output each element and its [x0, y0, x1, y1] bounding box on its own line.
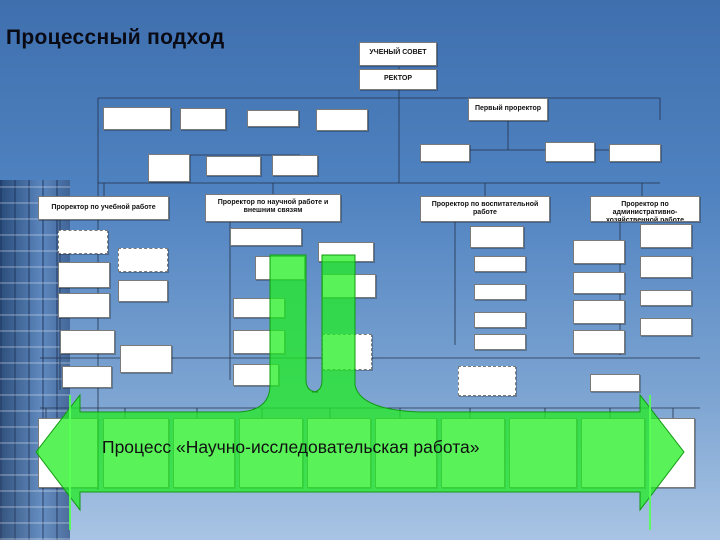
- box-prorector-education: Проректор по воспитательной работе: [420, 196, 550, 222]
- unit-box: [322, 334, 372, 370]
- unit-box: [62, 366, 112, 388]
- unit-box: [640, 290, 692, 306]
- slide-title: Процессный подход: [6, 26, 225, 49]
- unit-box: [474, 284, 526, 300]
- unit-box: [206, 156, 261, 176]
- unit-box: [474, 334, 526, 350]
- unit-box: [233, 364, 279, 386]
- unit-box: [103, 107, 171, 130]
- unit-box: [590, 374, 640, 392]
- unit-box: [118, 280, 168, 302]
- unit-box: [255, 256, 305, 280]
- unit-box: [609, 144, 661, 162]
- unit-box: [230, 228, 302, 246]
- box-rector: РЕКТОР: [359, 69, 437, 90]
- box-prorector-admin: Проректор по административно-хозяйственн…: [590, 196, 700, 222]
- unit-box: [470, 226, 524, 248]
- unit-box: [573, 272, 625, 294]
- faculty-box: [649, 418, 695, 488]
- box-prorector-academic: Проректор по учебной работе: [38, 196, 169, 220]
- unit-box: [640, 224, 692, 248]
- process-label: Процесс «Научно-исследовательская работа…: [102, 437, 480, 457]
- unit-box: [58, 293, 110, 318]
- box-academic-council: УЧЕНЫЙ СОВЕТ: [359, 42, 437, 66]
- box-prorector-research: Проректор по научной работе и внешним св…: [205, 194, 341, 222]
- unit-box: [420, 144, 470, 162]
- unit-box: [318, 242, 374, 262]
- unit-box: [545, 142, 595, 162]
- unit-box: [60, 330, 115, 354]
- unit-box: [118, 248, 168, 272]
- unit-box: [58, 262, 110, 288]
- unit-box: [474, 256, 526, 272]
- unit-box: [573, 300, 625, 324]
- faculty-box: [581, 418, 645, 488]
- unit-box: [247, 110, 299, 127]
- faculty-box: [38, 418, 98, 488]
- unit-box: [474, 312, 526, 328]
- unit-box: [58, 230, 108, 254]
- unit-box: [640, 256, 692, 278]
- unit-box: [573, 330, 625, 354]
- unit-box: [322, 274, 376, 298]
- box-first-prorector: Первый проректор: [468, 98, 548, 121]
- unit-box: [120, 345, 172, 373]
- unit-box: [640, 318, 692, 336]
- unit-box: [233, 330, 285, 354]
- unit-box: [148, 154, 190, 182]
- unit-box: [272, 155, 318, 176]
- faculty-box: [509, 418, 577, 488]
- unit-box: [316, 109, 368, 131]
- unit-box: [233, 298, 285, 318]
- unit-box: [180, 108, 226, 130]
- unit-box: [573, 240, 625, 264]
- unit-box: [458, 366, 516, 396]
